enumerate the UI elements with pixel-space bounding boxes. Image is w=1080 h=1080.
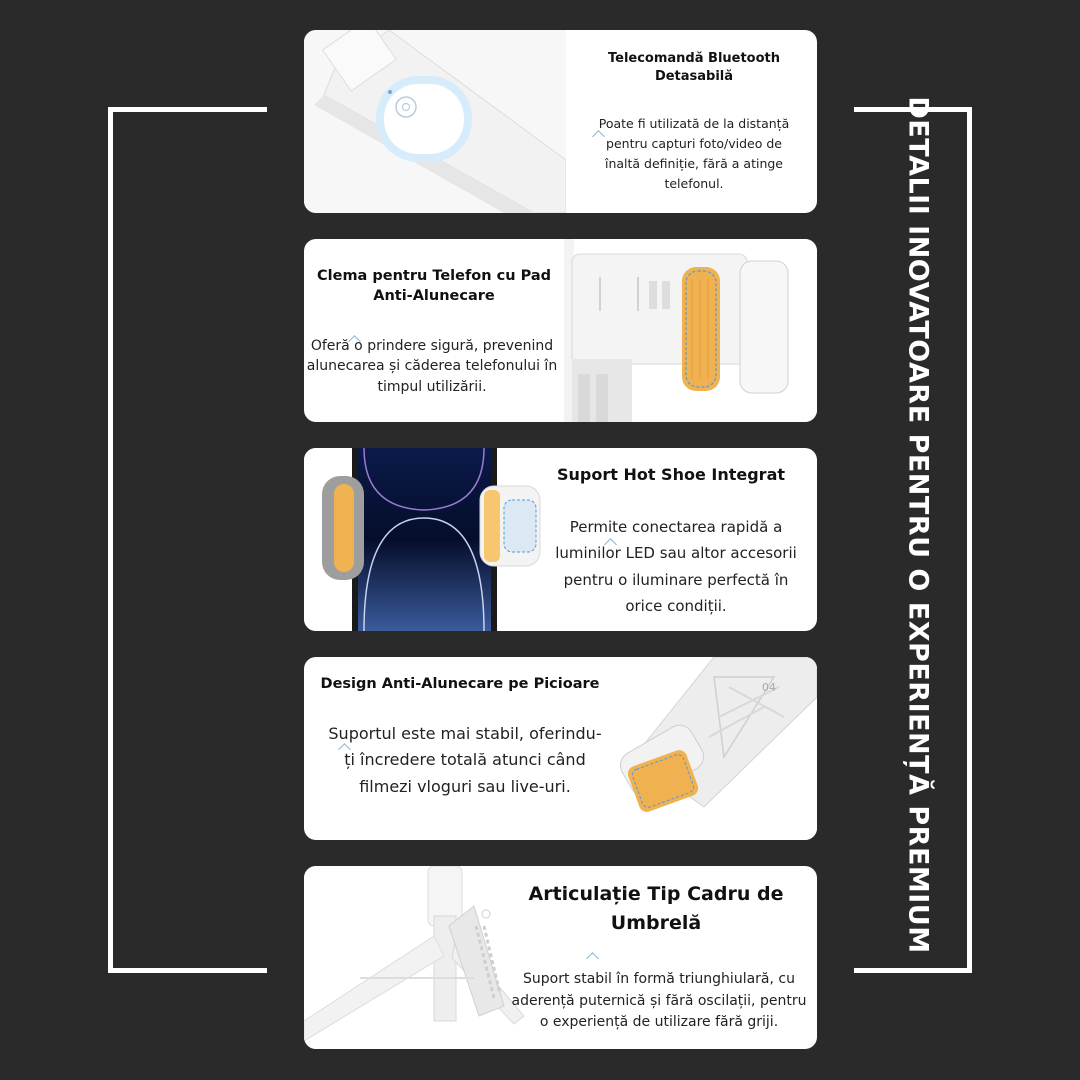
phone-holder-image: [304, 448, 549, 631]
frame-right-vertical: [967, 107, 972, 973]
feature-description: Suport stabil în formă triunghiulară, cu…: [511, 971, 807, 1031]
feature-card-umbrella-joint: Articulație Tip Cadru de Umbrelă Suport …: [304, 866, 817, 1049]
tripod-leg-image: 04: [604, 657, 817, 840]
feature-description: Poate fi utilizată de la distanță pentru…: [598, 116, 790, 191]
feature-card-hot-shoe: Suport Hot Shoe Integrat Permite conecta…: [304, 448, 817, 631]
feature-card-anti-slip-legs: Design Anti-Alunecare pe Picioare Suport…: [304, 657, 817, 840]
feature-description: Suportul este mai stabil, oferindu-ți în…: [328, 724, 602, 796]
remote-control-image: [304, 30, 566, 213]
feature-description: Permite conectarea rapidă a luminilor LE…: [555, 518, 797, 615]
side-title: DETALII INOVATOARE PENTRU O EXPERIENȚĂ P…: [902, 96, 934, 954]
feature-card-bluetooth-remote: Telecomandă Bluetooth Detasabilă Poate f…: [304, 30, 817, 213]
feature-title: Suport Hot Shoe Integrat: [556, 465, 786, 484]
feature-card-phone-clamp: Clema pentru Telefon cu Pad Anti-Aluneca…: [304, 239, 817, 422]
frame-right-top: [854, 107, 972, 112]
phone-clamp-image: [564, 239, 817, 422]
chevron-up-icon: [586, 952, 599, 965]
tripod-base-image: [304, 866, 534, 1049]
feature-title: Clema pentru Telefon cu Pad Anti-Aluneca…: [317, 268, 551, 304]
feature-title: Telecomandă Bluetooth Detasabilă: [607, 51, 781, 84]
feature-description: Oferă o prindere sigură, prevenind alune…: [306, 338, 558, 395]
frame-left-vertical: [108, 107, 113, 973]
feature-title: Articulație Tip Cadru de Umbrelă: [528, 883, 784, 934]
frame-left-top: [108, 107, 267, 112]
frame-left-bottom: [108, 968, 267, 973]
image-number-label: 04: [762, 681, 776, 694]
feature-title: Design Anti-Alunecare pe Picioare: [320, 676, 600, 692]
frame-right-bottom: [854, 968, 972, 973]
